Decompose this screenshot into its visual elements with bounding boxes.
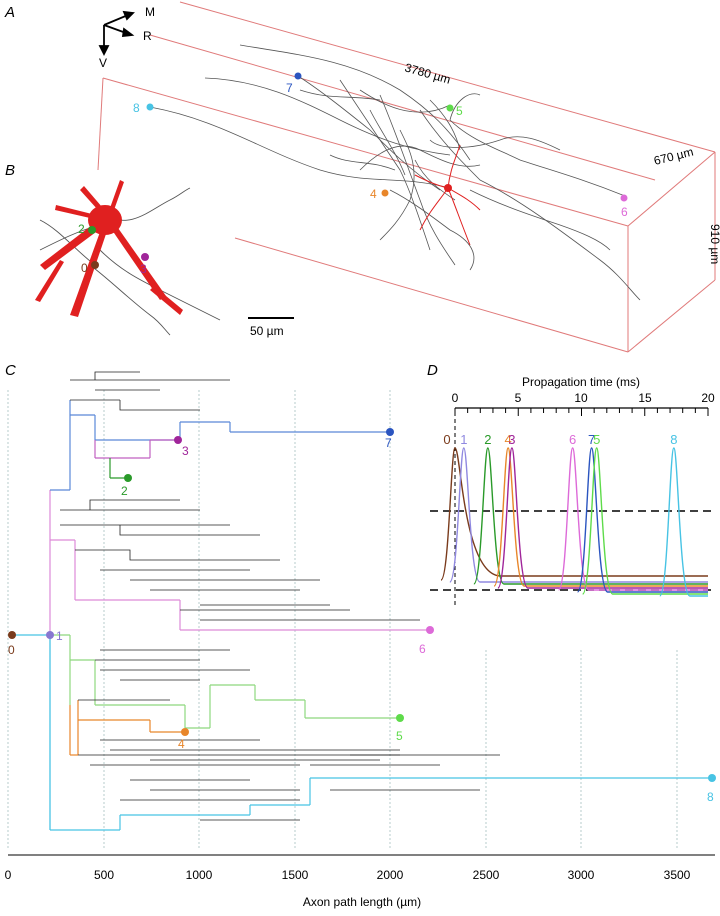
marker-2-dot [88,226,96,234]
x-tick-1500: 1500 [282,868,309,882]
node-6-label: 6 [419,642,426,656]
marker-5-label: 5 [456,104,463,118]
node-7-label: 7 [385,436,392,450]
trace-label-1: 1 [460,432,467,447]
node-0-dot [8,631,16,639]
panel-label-d: D [427,362,438,379]
marker-0-dot [91,261,99,269]
node-8-label: 8 [707,790,714,804]
trace-label-6: 6 [569,432,576,447]
axis-rostral-label: R [143,29,152,43]
node-0-label: 0 [8,643,15,657]
x-tick-3000: 3000 [568,868,595,882]
marker-7-dot [294,72,302,80]
marker-2-label: 2 [78,222,85,236]
branch-blue [50,400,390,491]
axis-ventral-label: V [99,56,107,70]
axis-medial-label: M [145,5,155,19]
branch-purple [94,439,178,459]
trace-0 [440,447,708,581]
marker-0-label: 0 [81,261,88,275]
node-7-dot [386,428,394,436]
tick-label-5: 5 [515,391,522,405]
trace-label-7: 7 [588,432,595,447]
soma-closeup [35,180,183,317]
x-tick-1000: 1000 [186,868,213,882]
trace-1 [449,447,708,583]
branch-lightgreen [50,634,400,729]
trace-7 [576,447,708,593]
trace-3 [497,447,708,589]
node-3-label: 3 [182,444,189,458]
tick-label-0: 0 [452,391,459,405]
node-1-label: 1 [56,629,63,643]
node-2-dot [124,474,132,482]
node-8-dot [708,774,716,782]
branch-pink [49,490,430,635]
panel-label-a: A [5,4,16,21]
node-5-dot [396,714,404,722]
trace-8 [659,447,708,597]
scale-bar [248,317,294,319]
node-6-dot [426,626,434,634]
x-tick-2500: 2500 [473,868,500,882]
panel-label-c: C [5,362,16,379]
marker-3-label: 3 [140,262,147,276]
propagation-ticks [454,408,709,416]
trace-label-0: 0 [443,432,450,447]
dim-length-label: 3780 µm [403,60,452,86]
marker-6-label: 6 [621,205,628,219]
tick-label-15: 15 [638,391,652,405]
dim-height-label: 910 µm [708,224,720,264]
branch-green [109,458,128,479]
trace-label-4: 4 [505,432,512,447]
orientation-arrows [98,10,135,57]
branch-orange [69,700,185,756]
node-5-label: 5 [396,729,403,743]
scale-bar-label: 50 µm [250,324,284,338]
panel-a-figure: M R V 7 8 5 4 6 [97,1,720,353]
branch-cyan [119,777,712,830]
marker-8-label: 8 [133,101,140,115]
panel-c-figure: 0 500 1000 1500 2000 2500 3000 3500 Axon… [5,371,716,909]
propagation-axis-title: Propagation time (ms) [522,375,640,389]
x-axis-label: Axon path length (µm) [303,895,421,909]
x-tick-3500: 3500 [664,868,691,882]
branch-trunk [12,634,120,831]
x-tick-500: 500 [94,868,114,882]
marker-6-dot [620,194,628,202]
x-tick-0: 0 [5,868,12,882]
trace-4 [493,447,708,587]
trace-label-5: 5 [593,432,600,447]
tick-label-20: 20 [701,391,715,405]
node-2-label: 2 [121,484,128,498]
marker-4-dot [381,189,389,197]
marker-8-dot [146,103,154,111]
marker-5-dot [446,104,454,112]
dim-depth-label: 670 µm [652,145,694,168]
soma-marker [444,184,452,192]
branch-black [60,371,500,821]
panel-b-figure: 2 0 3 [35,180,221,336]
node-3-dot [174,436,182,444]
bounding-box [97,1,716,353]
panel-label-b: B [5,162,16,179]
trace-6 [557,447,708,591]
node-4-dot [181,728,189,736]
marker-3-dot [141,253,149,261]
axon-tracing [149,44,641,301]
node-1-dot [46,631,54,639]
marker-7-label: 7 [286,81,293,95]
trace-label-2: 2 [484,432,491,447]
trace-5 [582,447,708,595]
trace-label-3: 3 [508,432,515,447]
node-4-label: 4 [178,737,185,751]
x-tick-2000: 2000 [377,868,404,882]
marker-4-label: 4 [370,187,377,201]
trace-2 [473,447,708,585]
tick-label-10: 10 [574,391,588,405]
trace-label-8: 8 [670,432,677,447]
